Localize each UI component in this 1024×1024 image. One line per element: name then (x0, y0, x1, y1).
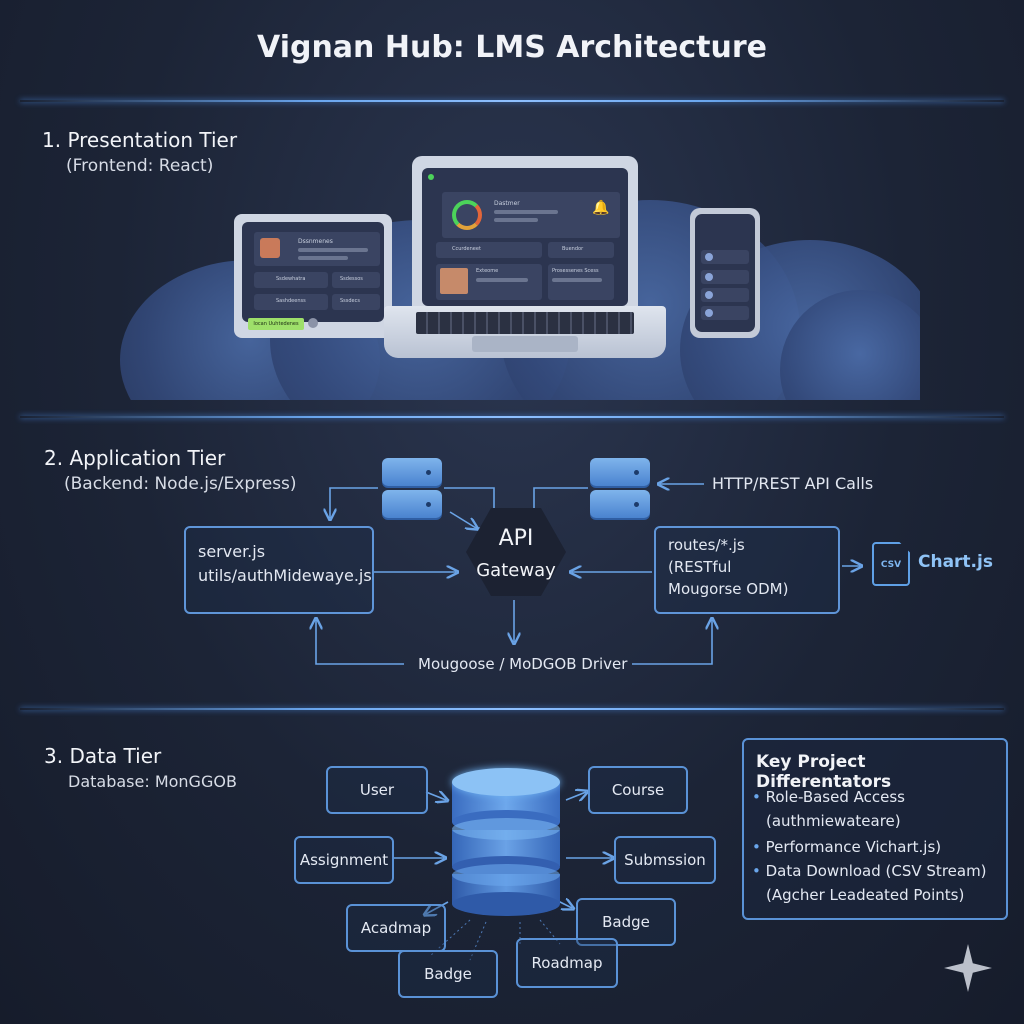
server-icon (382, 458, 444, 522)
tablet-list-item: Ssdessos (332, 272, 380, 288)
tablet-item-1: Ssdewhatra (276, 276, 306, 282)
laptop-device: Dastmer 🔔 Ccurdeneet Buendor Exteome Pro… (412, 156, 638, 312)
entity-course: Course (588, 766, 688, 814)
tablet-device: Dssnmenes Ssdewhatra Ssdessos Sashdeenss… (234, 214, 392, 338)
chartjs-label: Chart.js (918, 552, 993, 572)
laptop-list-item: Ccurdeneet (436, 242, 542, 258)
driver-label: Mougoose / MoDGOB Driver (418, 655, 628, 673)
laptop-item-2: Buendor (562, 246, 584, 252)
presentation-tier-title: 1. Presentation Tier (42, 128, 238, 152)
auth-middleware-file: utils/authMidewaye.js (198, 566, 372, 585)
application-tier-title: 2. Application Tier (44, 446, 226, 470)
csv-file-icon: CSV (872, 542, 910, 586)
laptop-card: Prosessenes Scess (548, 264, 614, 300)
restful-label: (RESTful (668, 558, 732, 576)
tablet-screen: Dssnmenes Ssdewhatra Ssdessos Sashdeenss… (242, 222, 384, 322)
tablet-profile-card: Dssnmenes (254, 232, 380, 266)
laptop-profile-card: Exteome (436, 264, 542, 300)
laptop-keyboard-base (384, 306, 666, 358)
divider-middle (20, 416, 1004, 418)
entity-user: User (326, 766, 428, 814)
database-icon (452, 768, 560, 918)
differentiator-item: (authmiewateare) (766, 812, 901, 830)
http-rest-label: HTTP/REST API Calls (712, 474, 874, 493)
laptop-item-0: Dastmer (494, 200, 520, 207)
entity-assignment: Assignment (294, 836, 394, 884)
page-title: Vignan Hub: LMS Architecture (257, 30, 767, 65)
csv-icon-label: CSV (880, 560, 902, 570)
differentiator-item: • Role-Based Access (752, 788, 905, 806)
presentation-tier-subtitle: (Frontend: React) (66, 156, 214, 176)
routes-file: routes/*.js (668, 536, 745, 554)
tablet-list-item: Sashdeenss (254, 294, 328, 310)
avatar (260, 238, 280, 258)
data-tier-title: 3. Data Tier (44, 744, 162, 768)
entity-badge-2: Badge (398, 950, 498, 998)
phone-screen (695, 214, 755, 332)
tablet-list-item: Sssdecs (332, 294, 380, 310)
gateway-label-line1: API (498, 526, 534, 551)
avatar (440, 268, 468, 294)
gateway-label-line2: Gateway (476, 560, 556, 581)
laptop-item-3: Exteome (476, 268, 499, 274)
routes-box: routes/*.js (RESTful Mougorse ODM) (654, 526, 840, 614)
differentiator-item: • Data Download (CSV Stream) (752, 862, 987, 880)
tablet-item-4: Sssdecs (340, 298, 360, 304)
differentiators-title: Key Project Differentators (756, 752, 892, 792)
laptop-item-4: Prosessenes Scess (552, 268, 599, 274)
divider-top (20, 100, 1004, 102)
divider-bottom (20, 708, 1004, 710)
tablet-button: Iocan Uuhtedenes (248, 318, 304, 330)
server-file: server.js (198, 542, 266, 561)
laptop-list-item: Buendor (548, 242, 614, 258)
entity-roadmap: Roadmap (516, 938, 618, 988)
bell-icon: 🔔 (592, 200, 610, 216)
laptop-screen: Dastmer 🔔 Ccurdeneet Buendor Exteome Pro… (422, 168, 628, 306)
tablet-home-button (308, 318, 318, 328)
entity-submission: Submssion (614, 836, 716, 884)
laptop-dashboard-card: Dastmer 🔔 (442, 192, 620, 238)
phone-device (690, 208, 760, 338)
differentiator-item: (Agcher Leadeated Points) (766, 886, 965, 904)
odm-label: Mougorse ODM) (668, 580, 789, 598)
tablet-item-3: Sashdeenss (276, 298, 306, 304)
data-tier-subtitle: Database: MonGGOB (68, 772, 237, 791)
differentiator-item: • Performance Vichart.js) (752, 838, 942, 856)
application-tier-subtitle: (Backend: Node.js/Express) (64, 474, 297, 494)
server-files-box: server.js utils/authMidewaye.js (184, 526, 374, 614)
progress-ring (452, 200, 482, 230)
tablet-item-2: Ssdessos (340, 276, 363, 282)
tablet-item-0: Dssnmenes (298, 238, 333, 245)
server-icon (590, 458, 652, 522)
api-gateway (466, 508, 566, 596)
entity-acadmap: Acadmap (346, 904, 446, 952)
laptop-item-1: Ccurdeneet (452, 246, 481, 252)
differentiators-panel: Key Project Differentators • Role-Based … (742, 738, 1008, 920)
tablet-list-item: Ssdewhatra (254, 272, 328, 288)
